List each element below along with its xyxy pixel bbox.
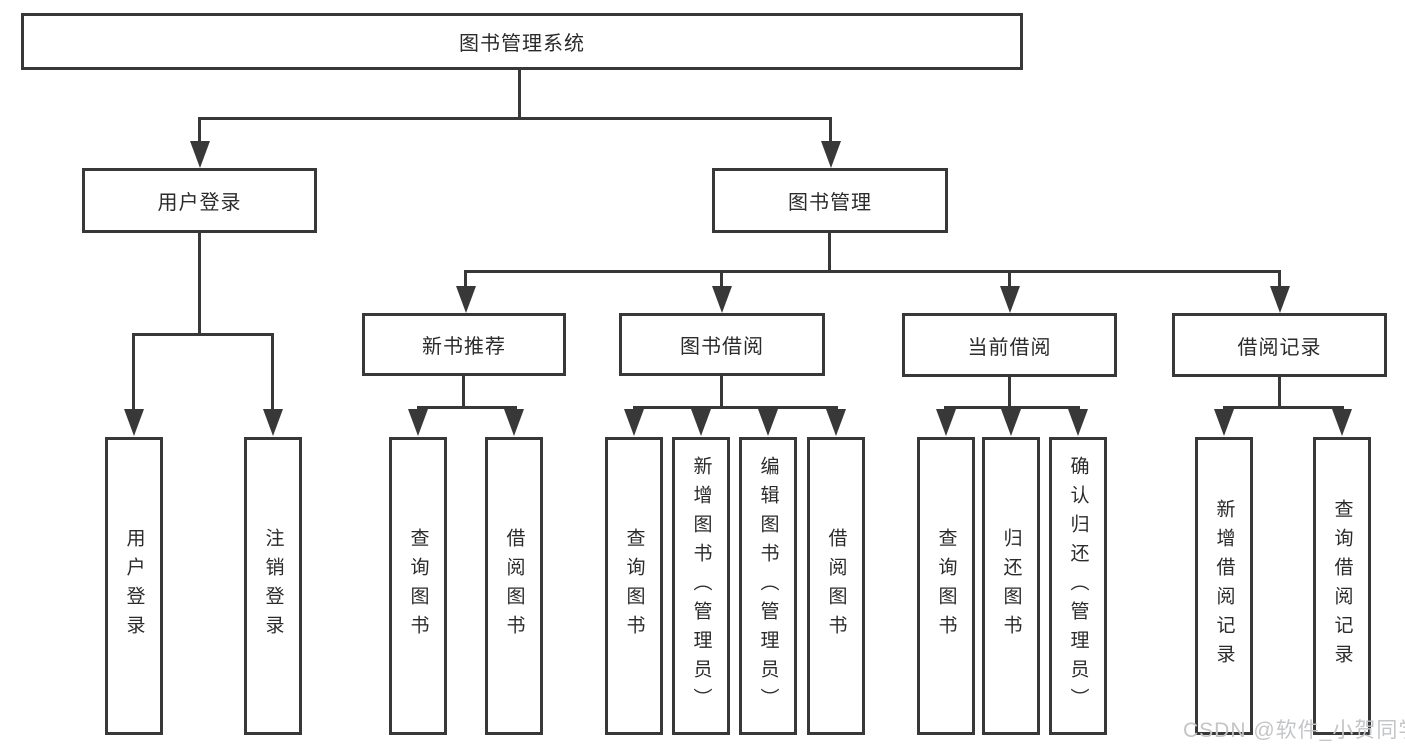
node-book-mgmt: 图书管理: [712, 168, 948, 233]
leaf-borrow-books-label: 借阅图书: [825, 528, 847, 644]
connector-line: [518, 70, 521, 120]
arrow-down-icon: [758, 409, 778, 436]
connector-line: [417, 406, 517, 409]
leaf-borrow-books: 借阅图书: [807, 437, 865, 735]
arrow-down-icon: [691, 409, 711, 436]
node-current-borrow-label: 当前借阅: [967, 336, 1052, 359]
arrow-down-icon: [712, 286, 732, 313]
leaf-add-borrow-record: 新增借阅记录: [1195, 437, 1253, 735]
node-borrow-records: 借阅记录: [1172, 313, 1387, 377]
connector-line: [720, 270, 723, 288]
leaf-add-borrow-record-label: 新增借阅记录: [1213, 499, 1235, 673]
leaf-edit-books-admin-label: 编辑图书（管理员）: [757, 455, 779, 717]
node-new-book-rec-label: 新书推荐: [422, 336, 506, 358]
node-root: 图书管理系统: [21, 13, 1023, 70]
leaf-search-borrow-record: 查询借阅记录: [1313, 437, 1371, 735]
leaf-search-books-rec-label: 查询图书: [407, 528, 429, 644]
arrow-down-icon: [936, 409, 956, 436]
connector-line: [829, 117, 832, 143]
node-new-book-rec: 新书推荐: [362, 313, 566, 376]
connector-line: [1278, 270, 1281, 288]
connector-line: [1278, 377, 1281, 409]
arrow-down-icon: [821, 141, 841, 168]
arrow-down-icon: [624, 409, 644, 436]
connector-line: [462, 376, 465, 409]
arrow-down-icon: [1000, 286, 1020, 313]
leaf-edit-books-admin: 编辑图书（管理员）: [739, 437, 797, 735]
node-root-label: 图书管理系统: [459, 33, 585, 55]
arrow-down-icon: [190, 141, 210, 168]
leaf-add-books-admin-label: 新增图书（管理员）: [690, 455, 712, 717]
connector-line: [271, 333, 274, 410]
leaf-user-login: 用户登录: [105, 437, 163, 735]
leaf-search-books-current: 查询图书: [917, 437, 975, 735]
connector-line: [1223, 406, 1344, 409]
arrow-down-icon: [1068, 409, 1088, 436]
node-book-mgmt-label: 图书管理: [788, 192, 872, 214]
connector-line: [132, 333, 135, 410]
leaf-confirm-return-admin: 确认归还（管理员）: [1049, 437, 1107, 735]
leaf-user-login-label: 用户登录: [123, 528, 145, 644]
leaf-logout-label: 注销登录: [262, 528, 284, 644]
connector-line: [132, 333, 274, 336]
csdn-watermark: CSDN @软件_小贺同学: [1183, 719, 1405, 742]
leaf-return-books-label: 归还图书: [1000, 528, 1022, 644]
node-borrow-records-label: 借阅记录: [1237, 336, 1322, 359]
connector-line: [198, 233, 201, 336]
arrow-down-icon: [456, 286, 476, 313]
leaf-return-books: 归还图书: [982, 437, 1040, 735]
arrow-down-icon: [124, 409, 144, 436]
node-user-login: 用户登录: [82, 168, 317, 233]
leaf-search-books-borrow: 查询图书: [605, 437, 663, 735]
leaf-borrow-books-rec: 借阅图书: [485, 437, 543, 735]
connector-line: [198, 117, 832, 120]
arrow-down-icon: [263, 409, 283, 436]
arrow-down-icon: [1214, 409, 1234, 436]
arrow-down-icon: [504, 409, 524, 436]
connector-line: [944, 406, 1080, 409]
leaf-search-books-rec: 查询图书: [389, 437, 447, 735]
arrow-down-icon: [408, 409, 428, 436]
node-book-borrow-label: 图书借阅: [680, 336, 764, 358]
node-user-login-label: 用户登录: [157, 192, 242, 214]
arrow-down-icon: [1270, 286, 1290, 313]
leaf-logout: 注销登录: [244, 437, 302, 735]
node-book-borrow: 图书借阅: [619, 313, 825, 376]
connector-line: [720, 376, 723, 409]
leaf-confirm-return-admin-label: 确认归还（管理员）: [1067, 455, 1089, 717]
connector-line: [198, 117, 201, 143]
leaf-add-books-admin: 新增图书（管理员）: [672, 437, 730, 735]
connector-line: [464, 270, 467, 288]
node-current-borrow: 当前借阅: [902, 313, 1117, 377]
leaf-search-borrow-record-label: 查询借阅记录: [1331, 499, 1353, 673]
connector-line: [633, 406, 838, 409]
connector-line: [464, 270, 1281, 273]
leaf-search-books-borrow-label: 查询图书: [623, 528, 645, 644]
leaf-borrow-books-rec-label: 借阅图书: [503, 528, 525, 644]
connector-line: [1008, 270, 1011, 288]
connector-line: [828, 233, 831, 273]
arrow-down-icon: [1332, 409, 1352, 436]
arrow-down-icon: [826, 409, 846, 436]
leaf-search-books-current-label: 查询图书: [935, 528, 957, 644]
arrow-down-icon: [1001, 409, 1021, 436]
connector-line: [1008, 377, 1011, 409]
